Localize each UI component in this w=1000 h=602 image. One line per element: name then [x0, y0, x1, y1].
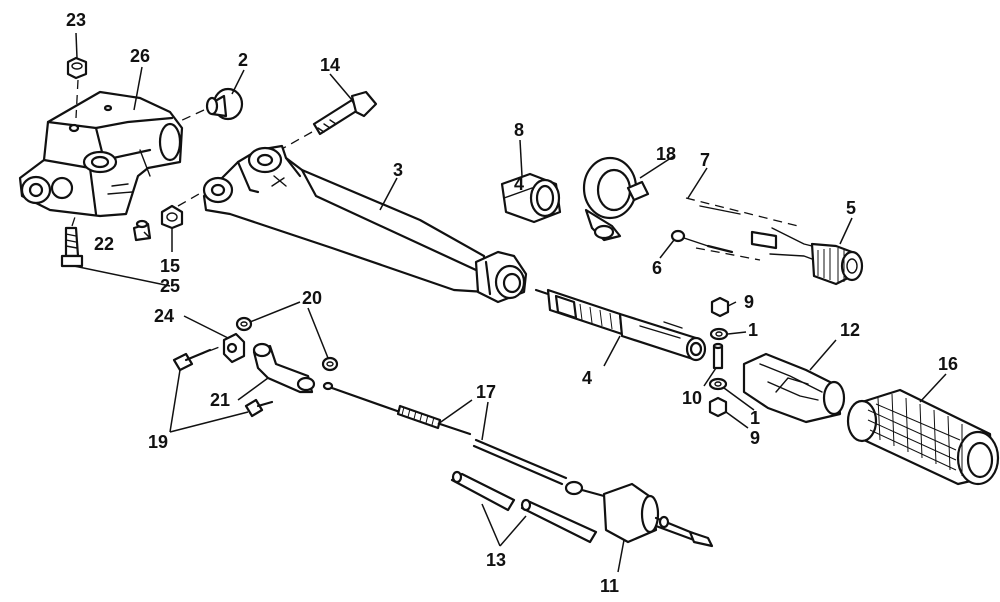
part-2-bushing: [177, 87, 244, 123]
callout-9-lower: 9: [750, 428, 760, 448]
callout-11: 11: [600, 576, 619, 596]
part-20-washers: [235, 316, 339, 372]
part-10-stud: [712, 342, 724, 370]
callout-2: 2: [238, 50, 248, 70]
callout-15: 15: [160, 256, 180, 276]
part-22-grease-fitting: [132, 219, 152, 242]
part-11-cylinder: [602, 482, 714, 548]
part-21-throttle-link: [252, 342, 316, 394]
callout-5: 5: [846, 198, 856, 218]
part-8-sleeve: 4: [500, 172, 562, 224]
part-17-cable: [322, 381, 606, 498]
callout-17: 17: [476, 382, 496, 402]
callout-23: 23: [66, 10, 86, 30]
callout-4: 4: [582, 368, 592, 388]
callout-25: 25: [160, 276, 180, 296]
callout-3: 3: [393, 160, 403, 180]
part-26-pivot-housing: [18, 90, 184, 218]
hardware-stack-lower: [708, 377, 728, 418]
part-7-wire-leads: [685, 197, 799, 261]
callout-labels: 23 26 2 14 3 8 18 7 5 6 22 15 25 20 24 2…: [66, 10, 958, 596]
part-15-nut: [160, 189, 207, 230]
callout-18: 18: [656, 144, 676, 164]
part-18-friction-collar: [582, 156, 650, 242]
part-12-grip-insert: [742, 352, 846, 424]
callout-7: 7: [700, 150, 710, 170]
callout-1-lower: 1: [750, 408, 760, 428]
callout-14: 14: [320, 55, 340, 75]
callout-19: 19: [148, 432, 168, 452]
callout-26: 26: [130, 46, 150, 66]
part-5-switch: [750, 227, 864, 286]
callout-13: 13: [486, 550, 506, 570]
callout-9-upper: 9: [744, 292, 754, 312]
part-19-screws: [172, 345, 274, 418]
hardware-stack-upper: [709, 296, 730, 341]
part-6-terminal: [670, 229, 734, 254]
part-25-bolt: [60, 213, 84, 268]
part-16-rubber-grip: [846, 388, 1000, 486]
callout-10: 10: [682, 388, 702, 408]
callout-20: 20: [302, 288, 322, 308]
callout-8: 8: [514, 120, 524, 140]
callout-12: 12: [840, 320, 860, 340]
part-14-bolt: [279, 90, 378, 151]
callout-6: 6: [652, 258, 662, 278]
part-3-tiller-arm: [202, 144, 528, 304]
part-4-throttle-shaft: [534, 288, 707, 362]
callout-1-upper: 1: [748, 320, 758, 340]
callout-16: 16: [938, 354, 958, 374]
callout-21: 21: [210, 390, 230, 410]
callout-22: 22: [94, 234, 114, 254]
part-13-tubes: [450, 470, 598, 544]
callout-24: 24: [154, 306, 174, 326]
leader-lines: [73, 32, 947, 573]
part-23-nut: [66, 56, 88, 119]
sleeve-stamp-text: 4: [514, 174, 524, 194]
part-24-block: [222, 332, 246, 364]
